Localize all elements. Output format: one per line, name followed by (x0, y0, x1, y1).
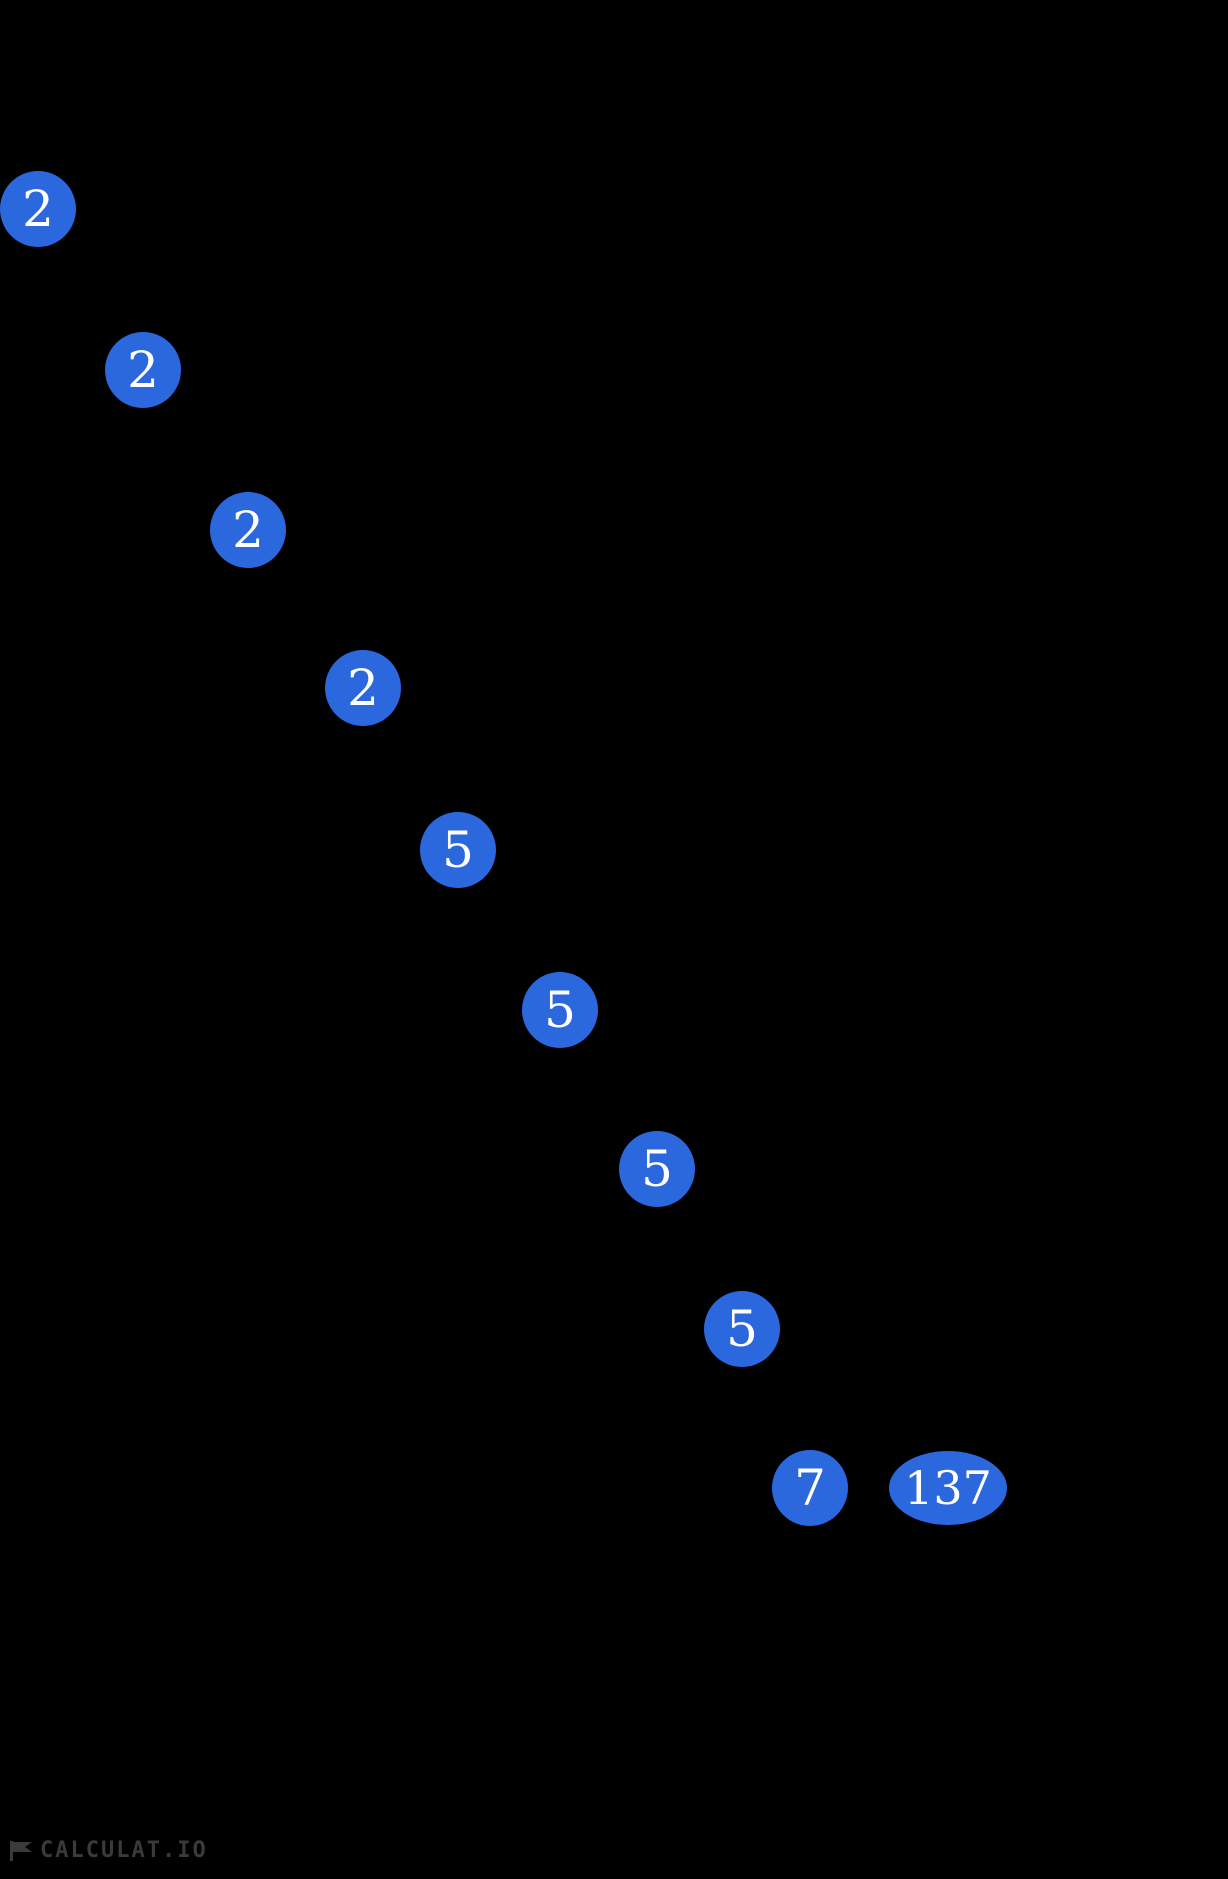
prime-node-label: 5 (726, 1300, 758, 1358)
prime-node-label: 5 (544, 981, 576, 1039)
prime-node: 2 (105, 332, 181, 408)
prime-node-label: 2 (22, 180, 54, 238)
prime-node: 5 (619, 1131, 695, 1207)
prime-node: 7 (772, 1450, 848, 1526)
prime-node-label: 2 (127, 341, 159, 399)
prime-node-label: 7 (794, 1459, 826, 1517)
prime-node-label: 2 (232, 501, 264, 559)
prime-node: 5 (704, 1291, 780, 1367)
flag-icon (8, 1839, 34, 1863)
prime-node-label: 137 (904, 1461, 992, 1515)
watermark-text: CALCULAT.IO (40, 1838, 208, 1863)
prime-node-label: 5 (641, 1140, 673, 1198)
prime-node-label: 5 (442, 821, 474, 879)
prime-node: 2 (325, 650, 401, 726)
prime-node: 2 (0, 171, 76, 247)
prime-node-label: 2 (347, 659, 379, 717)
prime-node: 5 (420, 812, 496, 888)
prime-node: 5 (522, 972, 598, 1048)
prime-node: 2 (210, 492, 286, 568)
calculatio-watermark: CALCULAT.IO (8, 1838, 208, 1863)
prime-node: 137 (889, 1451, 1007, 1525)
